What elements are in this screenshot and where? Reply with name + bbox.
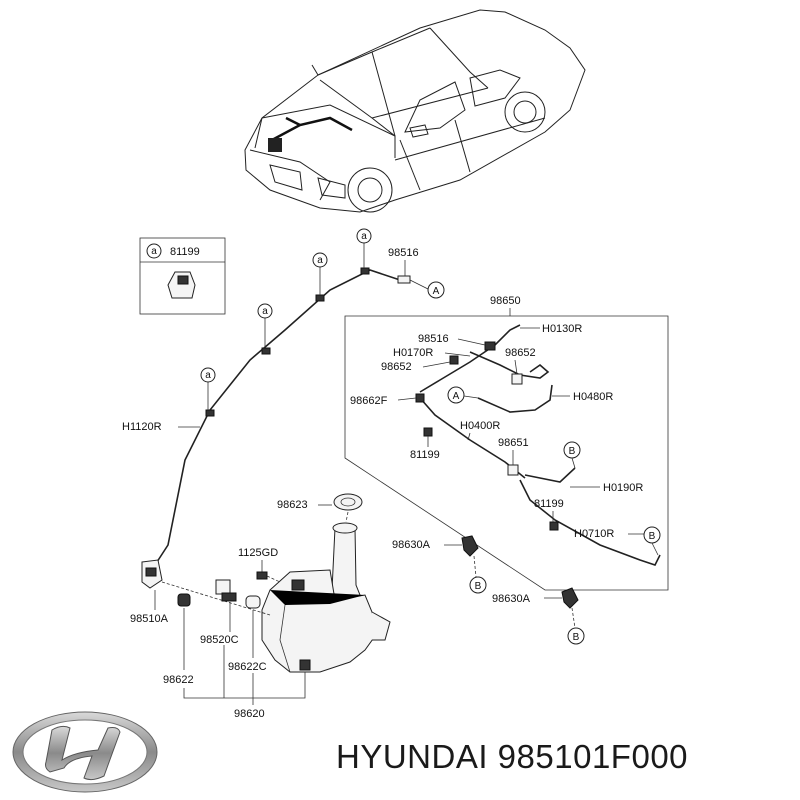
callout-a: a: [317, 255, 323, 266]
label-h1120r: H1120R: [122, 421, 162, 433]
bolt-1125gd: 1125GD: [238, 547, 281, 583]
label-98520c: 98520C: [200, 634, 239, 646]
washer-pump-98510a: 98510A: [130, 559, 271, 625]
label-98630a-1: 98630A: [392, 539, 431, 551]
label-98622c: 98622C: [228, 661, 267, 673]
label-h0480r: H0480R: [573, 391, 613, 403]
washer-motor-98520c: 98520C: [200, 579, 239, 646]
callout-A: A: [453, 391, 460, 402]
label-98620: 98620: [234, 708, 265, 720]
callout-a: a: [361, 231, 367, 242]
callout-B: B: [573, 632, 580, 643]
callout-a: a: [205, 370, 211, 381]
callout-a: a: [151, 246, 157, 257]
car-illustration: [244, 9, 586, 213]
headlamp-hoses: [415, 324, 661, 566]
callout-B: B: [649, 531, 656, 542]
nozzle-98630a-2: 98630A B: [492, 587, 585, 645]
label-81199-in2: 81199: [534, 498, 564, 510]
hyundai-logo-icon: [12, 711, 158, 793]
part-box-81199: a 81199: [139, 237, 226, 315]
label-98510a: 98510A: [130, 613, 169, 625]
label-98623: 98623: [277, 499, 308, 511]
hose-h1120r: [154, 267, 411, 566]
label-81199-box: 81199: [170, 246, 200, 258]
label-h0710r: H0710R: [574, 528, 614, 540]
callout-a: a: [262, 306, 268, 317]
label-81199-in1: 81199: [410, 449, 440, 461]
grommet-98622c: 98622C: [228, 595, 267, 673]
callout-A: A: [433, 286, 440, 297]
label-98651: 98651: [498, 437, 529, 449]
label-1125gd: 1125GD: [238, 547, 278, 559]
callout-group-a: a a a a: [200, 228, 372, 410]
washer-reservoir-98620: [261, 522, 391, 673]
label-h0190r: H0190R: [603, 482, 643, 494]
label-h0170r: H0170R: [393, 347, 433, 359]
label-98662f: 98662F: [350, 395, 388, 407]
nozzle-98630a-1: 98630A B: [392, 535, 487, 594]
callout-B: B: [475, 581, 482, 592]
label-98650: 98650: [490, 295, 521, 307]
label-h0130r: H0130R: [542, 323, 582, 335]
label-98652-a: 98652: [381, 361, 412, 373]
grommet-98622: 98622: [163, 593, 194, 686]
label-98652-b: 98652: [505, 347, 536, 359]
callout-B: B: [569, 446, 576, 457]
label-98622: 98622: [163, 674, 194, 686]
label-98630a-2: 98630A: [492, 593, 531, 605]
headlamp-washer-assembly-box: 98650: [344, 295, 669, 591]
label-98516-top: 98516: [388, 247, 419, 259]
reservoir-cap-98623: 98623: [277, 493, 363, 523]
part-number-title: HYUNDAI 985101F000: [336, 738, 689, 775]
label-98516-in: 98516: [418, 333, 449, 345]
label-h0400r: H0400R: [460, 420, 500, 432]
car-washer-lines: [268, 116, 353, 152]
